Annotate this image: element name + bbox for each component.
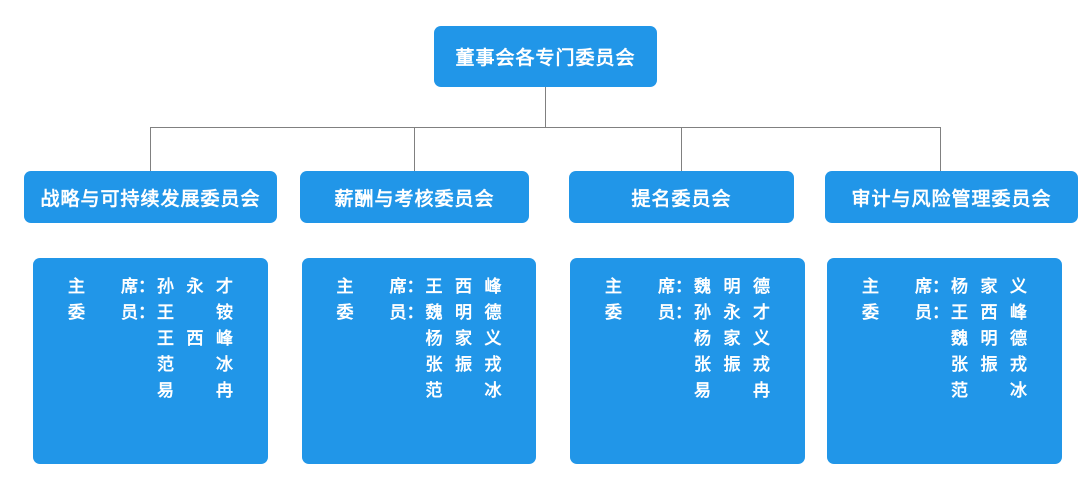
connector-drop-committee-2 [414, 127, 415, 172]
root-node-label: 董事会各专门委员会 [455, 48, 636, 69]
person-name: 王西峰 [951, 303, 1027, 322]
role-label-member: 委 员 [68, 303, 138, 322]
role-colon: ： [932, 277, 949, 296]
committee-body-4: 主 席 ： 杨家义 委 员 ： 王西峰 委 员 ： 魏明德 委 员 ： 张振戎 … [827, 258, 1062, 464]
committee-roster-3: 主 席 ： 魏明德 委 员 ： 孙永才 委 员 ： 杨家义 委 员 ： 张振戎 … [570, 274, 805, 404]
person-name: 王西峰 [425, 277, 502, 296]
roster-row-member: 委 员 ： 王西峰 [827, 300, 1062, 326]
committee-header-2[interactable]: 薪酬与考核委员会 [300, 171, 529, 223]
roster-row-member: 委 员 ： 魏明德 [827, 326, 1062, 352]
roster-row-chair: 主 席 ： 杨家义 [827, 274, 1062, 300]
person-name: 范 冰 [951, 381, 1027, 400]
role-label-chair: 主 席 [862, 277, 932, 296]
person-name: 王 铵 [157, 303, 233, 322]
roster-row-member: 委 员 ： 易 冉 [33, 378, 268, 404]
committee-header-label-3: 提名委员会 [631, 188, 732, 210]
role-label-chair: 主 席 [336, 277, 407, 296]
person-name: 杨家义 [425, 329, 502, 348]
connector-drop-committee-1 [150, 127, 151, 172]
roster-row-member: 委 员 ： 张振戎 [827, 352, 1062, 378]
committee-header-1[interactable]: 战略与可持续发展委员会 [24, 171, 277, 223]
roster-row-chair: 主 席 ： 孙永才 [33, 274, 268, 300]
roster-row-member: 委 员 ： 杨家义 [302, 326, 536, 352]
role-colon: ： [138, 303, 155, 322]
person-name: 范 冰 [157, 355, 233, 374]
person-name: 孙永才 [694, 303, 770, 322]
role-label-member: 委 员 [605, 303, 675, 322]
roster-row-member: 委 员 ： 王西峰 [33, 326, 268, 352]
roster-row-member: 委 员 ： 王 铵 [33, 300, 268, 326]
person-name: 张振戎 [425, 355, 502, 374]
role-colon: ： [675, 277, 692, 296]
roster-row-member: 委 员 ： 杨家义 [570, 326, 805, 352]
person-name: 杨家义 [951, 277, 1027, 296]
roster-row-member: 委 员 ： 范 冰 [302, 378, 536, 404]
committee-body-1: 主 席 ： 孙永才 委 员 ： 王 铵 委 员 ： 王西峰 委 员 ： 范 冰 … [33, 258, 268, 464]
committee-header-label-4: 审计与风险管理委员会 [851, 188, 1052, 210]
committee-header-label-1: 战略与可持续发展委员会 [40, 188, 261, 210]
roster-row-chair: 主 席 ： 魏明德 [570, 274, 805, 300]
role-label-chair: 主 席 [68, 277, 138, 296]
roster-row-member: 委 员 ： 张振戎 [570, 352, 805, 378]
roster-row-member: 委 员 ： 范 冰 [33, 352, 268, 378]
connector-horizontal-bus [150, 127, 940, 128]
role-label-member: 委 员 [862, 303, 932, 322]
person-name: 范 冰 [425, 381, 502, 400]
roster-row-member: 委 员 ： 范 冰 [827, 378, 1062, 404]
roster-row-member: 委 员 ： 易 冉 [570, 378, 805, 404]
role-colon: ： [138, 277, 155, 296]
committee-roster-2: 主 席 ： 王西峰 委 员 ： 魏明德 委 员 ： 杨家义 委 员 ： 张振戎 … [302, 274, 536, 404]
roster-row-member: 委 员 ： 张振戎 [302, 352, 536, 378]
committee-header-label-2: 薪酬与考核委员会 [334, 188, 495, 210]
committee-header-4[interactable]: 审计与风险管理委员会 [825, 171, 1078, 223]
role-colon: ： [932, 303, 949, 322]
committee-header-3[interactable]: 提名委员会 [569, 171, 794, 223]
committee-body-2: 主 席 ： 王西峰 委 员 ： 魏明德 委 员 ： 杨家义 委 员 ： 张振戎 … [302, 258, 536, 464]
roster-row-chair: 主 席 ： 王西峰 [302, 274, 536, 300]
person-name: 易 冉 [694, 381, 770, 400]
role-label-chair: 主 席 [605, 277, 675, 296]
person-name: 孙永才 [157, 277, 233, 296]
committee-body-3: 主 席 ： 魏明德 委 员 ： 孙永才 委 员 ： 杨家义 委 员 ： 张振戎 … [570, 258, 805, 464]
root-node-board-committees[interactable]: 董事会各专门委员会 [434, 26, 657, 87]
person-name: 杨家义 [694, 329, 770, 348]
role-colon: ： [406, 277, 424, 296]
person-name: 魏明德 [694, 277, 770, 296]
person-name: 张振戎 [951, 355, 1027, 374]
committee-roster-4: 主 席 ： 杨家义 委 员 ： 王西峰 委 员 ： 魏明德 委 员 ： 张振戎 … [827, 274, 1062, 404]
person-name: 易 冉 [157, 381, 233, 400]
role-colon: ： [675, 303, 692, 322]
person-name: 张振戎 [694, 355, 770, 374]
roster-row-member: 委 员 ： 孙永才 [570, 300, 805, 326]
role-colon: ： [406, 303, 424, 322]
connector-drop-committee-3 [681, 127, 682, 172]
committee-roster-1: 主 席 ： 孙永才 委 员 ： 王 铵 委 员 ： 王西峰 委 员 ： 范 冰 … [33, 274, 268, 404]
person-name: 魏明德 [951, 329, 1027, 348]
role-label-member: 委 员 [336, 303, 407, 322]
person-name: 魏明德 [425, 303, 502, 322]
person-name: 王西峰 [157, 329, 233, 348]
roster-row-member: 委 员 ： 魏明德 [302, 300, 536, 326]
connector-drop-committee-4 [940, 127, 941, 172]
connector-root-stem [545, 87, 546, 128]
